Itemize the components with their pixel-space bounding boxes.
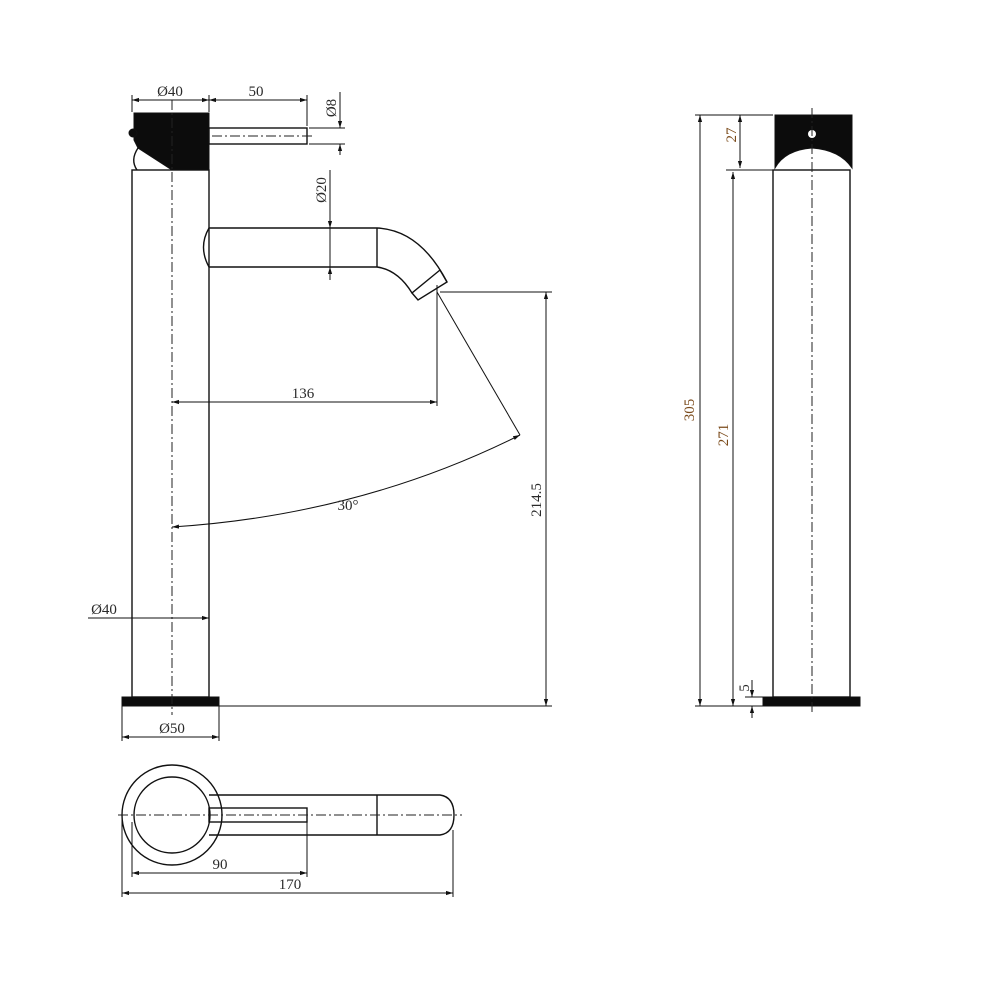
dim-outlet-height: 214.5 (529, 483, 545, 517)
base-plate (121, 696, 220, 707)
dim-lever-length: 50 (249, 84, 264, 100)
dim-lever-diameter: Ø8 (324, 99, 340, 117)
handle-neck (133, 147, 139, 171)
dim-base-diameter: Ø50 (159, 721, 185, 737)
dim-swivel-angle: 30° (338, 498, 359, 514)
side-view: 305 27 271 5 (682, 108, 861, 718)
spout-plan (209, 794, 455, 836)
spout-outlet (411, 268, 448, 301)
dim-spout-reach: 136 (292, 386, 315, 402)
spout-top (209, 227, 448, 283)
dim-spout-diameter: Ø20 (314, 177, 330, 203)
dim-overall-height: 305 (682, 399, 698, 422)
dim-base-height: 5 (737, 684, 753, 692)
dim-body-diameter: Ø40 (91, 602, 117, 618)
spout-bottom (209, 266, 413, 294)
front-view: Ø40 50 Ø8 Ø20 136 30° 214.5 Ø40 Ø50 (88, 84, 552, 741)
dim-handle-height: 27 (724, 127, 740, 143)
dim-handle-diameter: Ø40 (157, 84, 183, 100)
dim-lever-reach: 90 (213, 857, 228, 873)
dim-body-height: 271 (716, 424, 732, 447)
dim-overall-length: 170 (279, 877, 302, 893)
top-view: 90 170 (118, 764, 462, 897)
side-knurled-handle (774, 114, 853, 170)
